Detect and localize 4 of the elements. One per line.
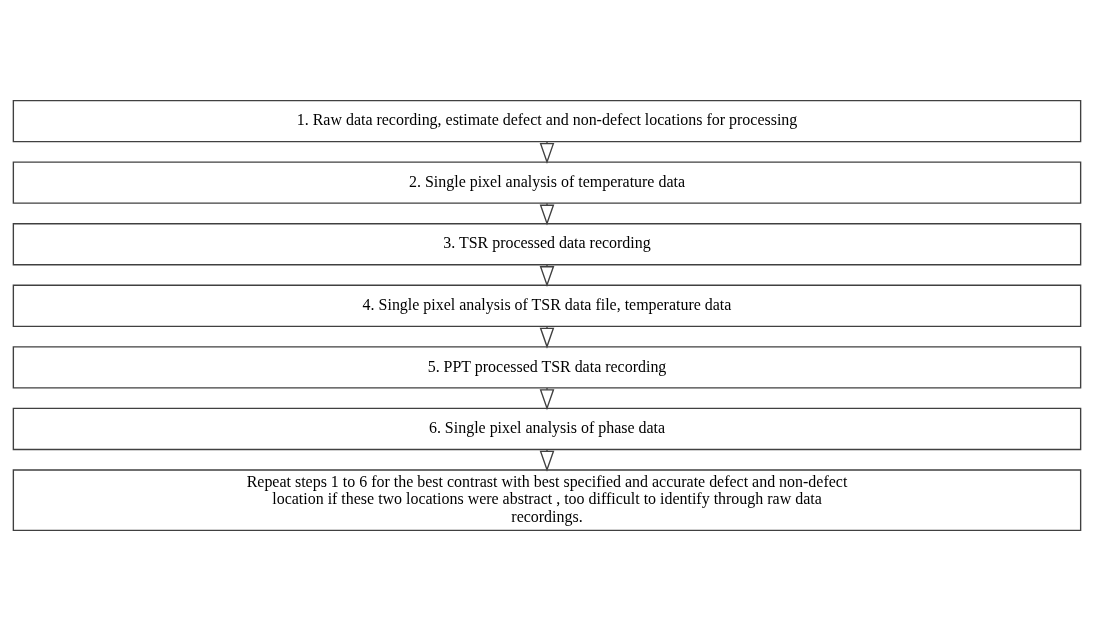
arrow: [539, 325, 555, 349]
arrow: [539, 449, 555, 472]
node-box: Repeat steps 1 to 6 for the best contrast with best specified and accurate defect and non-defect location if these two locations were abstract , too difficult to identify through raw data recordings.: [12, 469, 1082, 532]
arrow: [539, 202, 555, 226]
